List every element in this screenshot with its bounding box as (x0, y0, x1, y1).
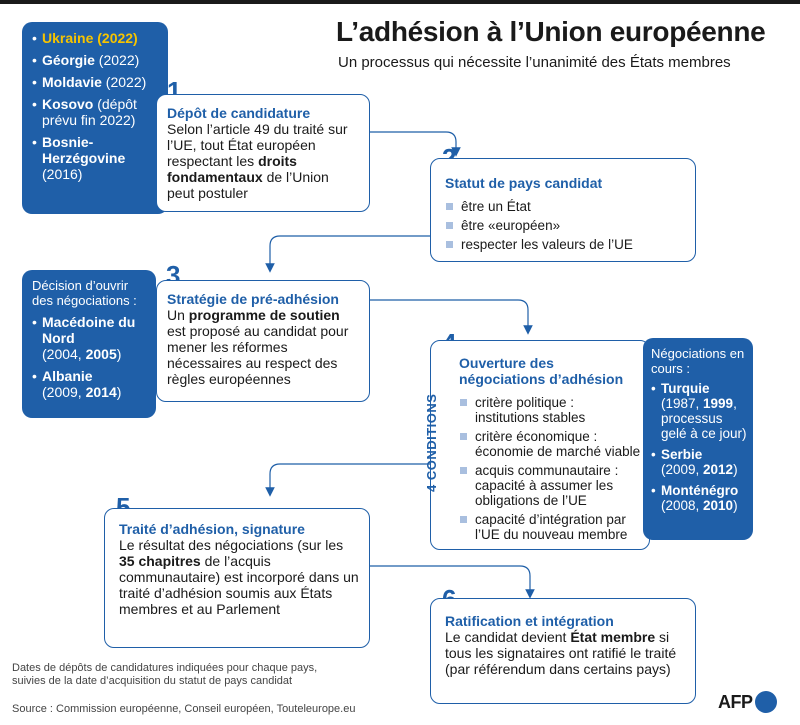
country-item: Turquie (1987, 1999, processus gelé à ce… (651, 381, 749, 441)
step-6-box: Ratification et intégration Le candidat … (430, 598, 696, 704)
page-title: L’adhésion à l’Union européenne (336, 16, 766, 47)
candidate-item: Bosnie-Herzégovine (2016) (32, 134, 162, 182)
step-2-box: Statut de pays candidat être un État êtr… (430, 158, 696, 262)
criteria-item: être un État (445, 199, 685, 214)
arrow-2-3 (265, 235, 452, 273)
step-1-text: Selon l’article 49 du traité sur l’UE, t… (167, 121, 348, 201)
step-3-heading: Stratégie de pré-adhésion (167, 291, 339, 307)
negotiation-decision-intro: Décision d’ouvrir des négociations : (32, 278, 137, 308)
condition-item: critère économique : économie de marché … (459, 429, 641, 459)
top-rule (0, 0, 800, 4)
candidates-list: Ukraine (2022) Géorgie (2022) Moldavie (… (32, 30, 162, 182)
candidate-item: Moldavie (2022) (32, 74, 162, 90)
country-item: Albanie(2009, 2014) (32, 368, 150, 400)
afp-logo: AFP (718, 691, 777, 713)
step-5-heading: Traité d’adhésion, signature (119, 521, 305, 537)
step-3-text: Un programme de soutien est proposé au c… (167, 307, 349, 387)
candidate-item: Ukraine (2022) (32, 30, 162, 46)
step-1-box: Dépôt de candidature Selon l’article 49 … (156, 94, 370, 212)
criteria-item: être «européen» (445, 218, 685, 233)
arrow-1-2 (370, 131, 461, 157)
negotiation-decision-list: Macédoine du Nord(2004, 2005) Albanie(20… (32, 314, 150, 400)
ongoing-intro: Négociations en cours : (651, 346, 745, 376)
condition-item: capacité d’intégration par l’UE du nouve… (459, 512, 641, 542)
negotiation-decision-panel: Décision d’ouvrir des négociations : Mac… (22, 270, 156, 418)
step-2-list: être un État être «européen» respecter l… (445, 199, 685, 252)
condition-item: acquis communautaire : capacité à assume… (459, 463, 641, 508)
country-item: Macédoine du Nord(2004, 2005) (32, 314, 150, 362)
candidate-item: Géorgie (2022) (32, 52, 162, 68)
conditions-label: 4 CONDITIONS (424, 393, 439, 492)
page-subtitle: Un processus qui nécessite l’unanimité d… (338, 54, 731, 71)
footnote: Dates de dépôts de candidatures indiquée… (12, 662, 318, 687)
step-5-box: Traité d’adhésion, signature Le résultat… (104, 508, 370, 648)
afp-logo-text: AFP (718, 691, 753, 712)
step-1-heading: Dépôt de candidature (167, 105, 311, 121)
ongoing-negotiations-panel: Négociations en cours : Turquie (1987, 1… (643, 338, 753, 540)
step-4-box: Ouverture des négociations d’adhésion cr… (430, 340, 650, 550)
criteria-item: respecter les valeurs de l’UE (445, 237, 685, 252)
arrow-4-5 (265, 463, 430, 497)
source-line: Source : Commission européenne, Conseil … (12, 703, 356, 715)
step-6-text: Le candidat devient État membre si tous … (445, 629, 677, 677)
candidates-panel: Ukraine (2022) Géorgie (2022) Moldavie (… (22, 22, 168, 214)
arrow-5-6 (370, 565, 535, 599)
step-6-heading: Ratification et intégration (445, 613, 614, 629)
step-3-box: Stratégie de pré-adhésion Un programme d… (156, 280, 370, 402)
step-4-list: critère politique : institutions stables… (459, 395, 641, 542)
arrow-3-4 (370, 299, 533, 335)
country-item: Monténégro(2008, 2010) (651, 483, 749, 513)
ongoing-list: Turquie (1987, 1999, processus gelé à ce… (651, 381, 749, 513)
country-item: Serbie(2009, 2012) (651, 447, 749, 477)
step-2-heading: Statut de pays candidat (445, 175, 603, 191)
step-5-text: Le résultat des négociations (sur les 35… (119, 537, 359, 617)
candidate-item: Kosovo (dépôt prévu fin 2022) (32, 96, 162, 128)
afp-logo-dot-icon (754, 691, 777, 713)
condition-item: critère politique : institutions stables (459, 395, 641, 425)
step-4-heading: Ouverture des négociations d’adhésion (459, 355, 624, 387)
